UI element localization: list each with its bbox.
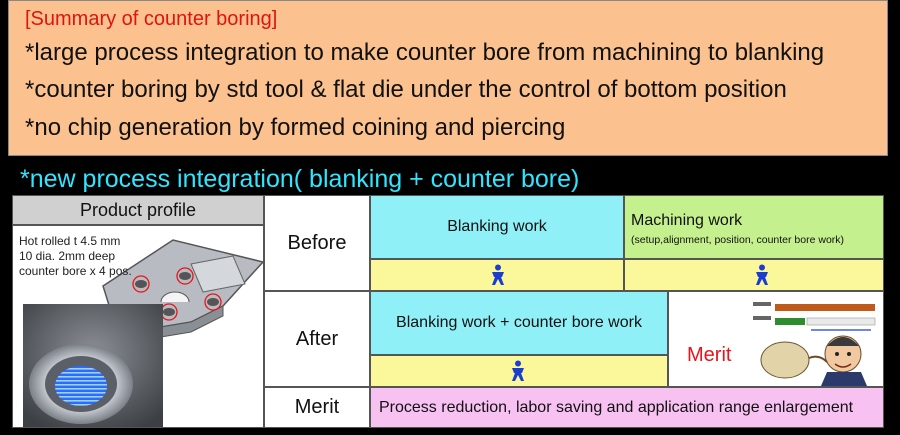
process-table: Product profile Hot rolled t 4.5 mm 10 d… (12, 195, 888, 430)
merit-summary: Process reduction, labor saving and appl… (379, 399, 854, 416)
profile-spec: Hot rolled t 4.5 mm 10 dia. 2mm deep cou… (19, 234, 159, 279)
worker-icon (756, 264, 768, 285)
counterbore-photo (23, 304, 163, 427)
before-blanking-cell: Blanking work (370, 195, 624, 259)
after-worker-cell (370, 355, 668, 387)
summary-heading: [Summary of counter boring] (25, 8, 278, 30)
profile-line-2: 10 dia. 2mm deep (19, 249, 116, 263)
summary-point-2: *counter boring by std tool & flat die u… (25, 76, 787, 103)
profile-header: Product profile (12, 195, 264, 225)
integration-title: *new process integration( blanking + cou… (20, 165, 580, 193)
before-worker-cell-1 (370, 259, 624, 291)
before-machining-label: Machining work (631, 212, 743, 229)
businessman-illustration (753, 302, 876, 386)
profile-line-1: Hot rolled t 4.5 mm (19, 234, 121, 248)
before-machining-cell: Machining work (setup,alignment, positio… (624, 195, 884, 259)
summary-point-1: *large process integration to make count… (25, 39, 825, 66)
row-label-merit: Merit (264, 387, 370, 428)
profile-cell: Hot rolled t 4.5 mm 10 dia. 2mm deep cou… (12, 225, 264, 428)
row-label-before: Before (264, 195, 370, 291)
worker-icon (492, 264, 504, 285)
before-blanking-label: Blanking work (447, 218, 547, 235)
merit-illustration-cell: Merit (668, 291, 884, 387)
after-work-label: Blanking work + counter bore work (396, 314, 642, 331)
summary-point-3: *no chip generation by formed coining an… (25, 114, 566, 141)
before-machining-detail: (setup,alignment, position, counter bore… (631, 234, 845, 246)
worker-icon (512, 360, 524, 381)
before-worker-cell-2 (624, 259, 884, 291)
profile-line-3: counter bore x 4 pos. (19, 264, 132, 278)
summary-box: [Summary of counter boring] *large proce… (8, 0, 888, 156)
after-work-cell: Blanking work + counter bore work (370, 291, 668, 355)
merit-highlight: Merit (687, 344, 732, 366)
merit-row-cell: Process reduction, labor saving and appl… (370, 387, 884, 428)
row-label-after: After (264, 291, 370, 387)
